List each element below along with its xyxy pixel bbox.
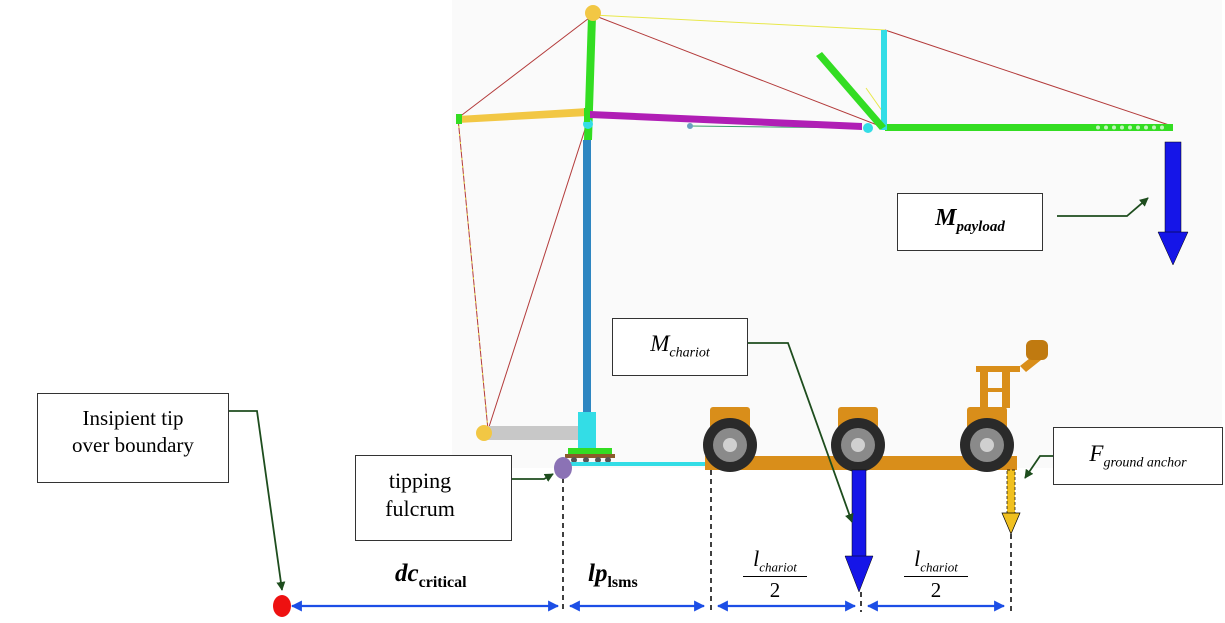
rear-strut xyxy=(458,108,588,123)
ground-anchor-subscript: ground anchor xyxy=(1103,455,1187,471)
main-boom xyxy=(590,111,862,130)
wheel-1 xyxy=(703,418,757,472)
chariot xyxy=(703,340,1048,472)
ground-anchor-label-box xyxy=(1053,427,1223,485)
mast-top-node xyxy=(585,5,601,21)
wheel-3 xyxy=(960,418,1014,472)
chariot-mass-label-box xyxy=(612,318,748,376)
half-chariot-label-2: lchariot 2 xyxy=(904,546,968,603)
crane-structure xyxy=(456,5,1173,466)
lp-lsms-subscript: lsms xyxy=(607,574,638,591)
tip-over-point xyxy=(273,595,291,617)
chariot-mass-subscript: chariot xyxy=(669,345,710,361)
jib-post xyxy=(881,30,887,130)
tip-over-line-1: Insipient tip xyxy=(82,406,184,430)
ground-anchor-symbol: F xyxy=(1089,441,1104,466)
wheel-2 xyxy=(831,418,885,472)
chariot-mass-symbol: M xyxy=(650,331,670,356)
counterweight-arm xyxy=(485,426,585,440)
operator-seat xyxy=(976,340,1048,408)
jib-boom xyxy=(885,124,1173,131)
slewing-base xyxy=(578,412,596,450)
jib-brace xyxy=(816,52,886,130)
chariot-link xyxy=(566,462,711,466)
dc-critical-subscript: critical xyxy=(418,574,467,591)
ground-anchor-label: Fground anchor xyxy=(1053,441,1223,472)
payload-label-box xyxy=(897,193,1043,251)
half-chariot-1-denominator: 2 xyxy=(769,578,781,603)
fulcrum-label-box xyxy=(355,455,512,541)
lp-lsms-label: lplsms xyxy=(588,560,638,592)
dc-critical-label: dccritical xyxy=(395,560,467,592)
tip-over-label: Insipient tip over boundary xyxy=(37,405,229,459)
jib-lattice xyxy=(1096,125,1164,130)
chariot-mass-label: Mchariot xyxy=(612,331,748,362)
counterweight-node xyxy=(476,425,492,441)
tip-over-label-box xyxy=(37,393,229,483)
leader-lines xyxy=(229,197,1149,591)
payload-symbol: M xyxy=(935,205,957,231)
tipping-fulcrum-point xyxy=(554,457,572,479)
payload-subscript: payload xyxy=(956,218,1005,235)
ground-anchor-arrow xyxy=(1001,469,1021,535)
lp-lsms-symbol: lp xyxy=(588,560,608,587)
half-chariot-label-1: lchariot 2 xyxy=(743,546,807,603)
fulcrum-label: tipping fulcrum xyxy=(355,467,485,523)
half-chariot-1-numerator: lchariot xyxy=(743,546,807,578)
reference-lines xyxy=(562,470,1012,612)
payload-label: Mpayload xyxy=(897,205,1043,236)
chariot-mass-arrow xyxy=(844,469,874,593)
main-mast xyxy=(583,140,591,418)
fulcrum-line-2: fulcrum xyxy=(385,496,455,521)
fulcrum-line-1: tipping xyxy=(388,468,452,493)
dc-critical-symbol: dc xyxy=(395,560,419,587)
half-chariot-2-denominator: 2 xyxy=(930,578,942,603)
half-chariot-2-numerator: lchariot xyxy=(904,546,968,578)
tip-over-line-2: over boundary xyxy=(72,433,194,457)
payload-force-arrow xyxy=(1157,141,1189,266)
